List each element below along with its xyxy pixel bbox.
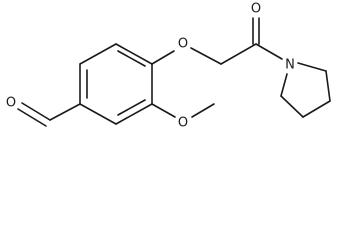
pyrrolidine-bond-c2-c3 xyxy=(325,70,331,102)
ring-bond-c1-c2 xyxy=(115,43,153,65)
ring-double-bond-2 xyxy=(117,99,146,116)
ether-bond-ring xyxy=(151,50,175,65)
benzene-ring xyxy=(79,43,153,125)
ring-double-bond-1 xyxy=(117,50,146,67)
carbonyl-nitrogen-bond xyxy=(255,43,283,60)
pyrrolidine-ring: N xyxy=(280,58,331,118)
amide-nitrogen-label: N xyxy=(285,58,295,73)
ether-bond-ch2 xyxy=(190,47,222,65)
ring-bond-c6-c1 xyxy=(79,43,117,65)
aldehyde-oxygen-label: O xyxy=(6,96,16,111)
pyrrolidine-bond-n-c2 xyxy=(297,62,327,72)
ch2-carbonyl-bond xyxy=(220,43,257,65)
carbonyl-oxygen-label: O xyxy=(251,2,261,17)
carbonyl-group: O xyxy=(251,2,283,60)
ether-linker: O xyxy=(151,37,257,65)
pyrrolidine-bond-c3-c4 xyxy=(302,100,331,118)
methoxy-oxygen-label: O xyxy=(178,116,188,131)
ether-oxygen-label: O xyxy=(178,37,188,52)
pyrrolidine-bond-c5-n xyxy=(280,73,288,97)
aldehyde-bond-ring xyxy=(49,103,81,121)
ring-bond-c4-c5 xyxy=(79,103,117,125)
methoxy-bond-methyl xyxy=(191,103,215,118)
pyrrolidine-bond-c4-c5 xyxy=(280,95,304,118)
methoxy-group: O xyxy=(151,103,215,131)
methoxy-bond-ring xyxy=(151,103,176,118)
aldehyde-double-bond-b xyxy=(17,108,47,127)
aldehyde-group: O xyxy=(6,96,81,127)
molecule-structure: O O O O N xyxy=(6,2,331,131)
ring-bond-c3-c4 xyxy=(115,103,153,125)
aldehyde-double-bond-a xyxy=(21,102,51,121)
